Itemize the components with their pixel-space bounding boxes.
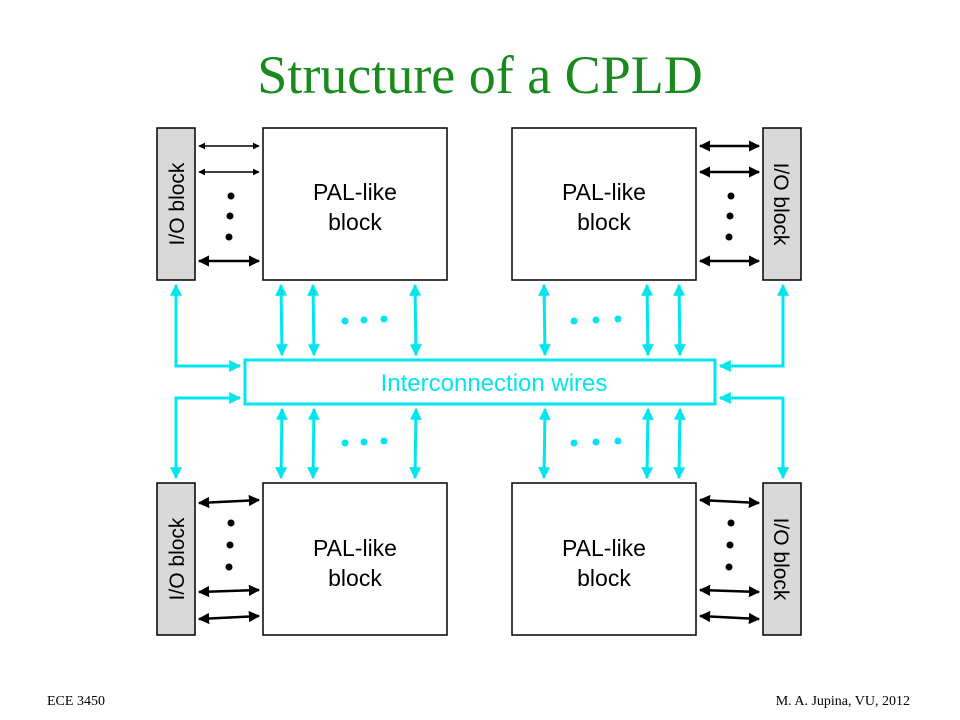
pal-block-bottom-left: PAL-like block bbox=[262, 482, 448, 636]
cyan-double-arrow bbox=[275, 283, 288, 357]
cyan-double-arrow bbox=[673, 283, 686, 357]
pal-block-top-right: PAL-like block bbox=[511, 127, 697, 281]
cyan-double-arrow bbox=[409, 283, 422, 357]
io-block-bottom-left: I/O block bbox=[156, 482, 196, 636]
cyan-elbow-arrow bbox=[718, 392, 789, 480]
pal-block-label-line2: block bbox=[577, 209, 631, 235]
cyan-elbow-arrow bbox=[170, 283, 242, 372]
cyan-double-arrow bbox=[275, 407, 288, 480]
io-block-top-right: I/O block bbox=[762, 127, 802, 281]
io-block-label: I/O block bbox=[166, 517, 189, 600]
pal-block-bottom-right: PAL-like block bbox=[511, 482, 697, 636]
io-block-label: I/O block bbox=[769, 163, 792, 246]
io-block-label: I/O block bbox=[769, 518, 792, 601]
io-block-label: I/O block bbox=[166, 162, 189, 245]
pal-block-label-line1: PAL-like bbox=[562, 179, 646, 205]
cyan-double-arrow bbox=[641, 407, 654, 480]
black-ellipsis-dots bbox=[225, 192, 735, 571]
io-block-bottom-right: I/O block bbox=[762, 482, 802, 636]
cyan-ellipsis-dots bbox=[341, 315, 622, 447]
pal-interconnect-arrows bbox=[275, 283, 686, 480]
cyan-double-arrow bbox=[409, 407, 422, 480]
footer-left: ECE 3450 bbox=[47, 694, 105, 709]
page-title: Structure of a CPLD bbox=[257, 45, 703, 105]
cyan-double-arrow bbox=[538, 407, 551, 480]
cyan-double-arrow bbox=[307, 283, 320, 357]
pal-block-label-line2: block bbox=[328, 565, 382, 591]
cyan-elbow-arrow bbox=[718, 283, 789, 372]
pal-block-label-line1: PAL-like bbox=[562, 535, 646, 561]
double-arrow bbox=[698, 584, 761, 598]
cyan-double-arrow bbox=[673, 407, 686, 480]
pal-block-top-left: PAL-like block bbox=[262, 127, 448, 281]
interconnection-wires-label: Interconnection wires bbox=[381, 370, 608, 397]
io-interconnect-arrows bbox=[170, 283, 789, 480]
io-block-top-left: I/O block bbox=[156, 127, 196, 281]
pal-block-label-line2: block bbox=[328, 209, 382, 235]
double-arrow bbox=[197, 584, 261, 598]
cyan-double-arrow bbox=[641, 283, 654, 357]
cyan-elbow-arrow bbox=[170, 392, 242, 480]
pal-block-label-line1: PAL-like bbox=[313, 179, 397, 205]
pal-block-label-line1: PAL-like bbox=[313, 535, 397, 561]
pal-block-label-line2: block bbox=[577, 565, 631, 591]
double-arrow bbox=[197, 494, 261, 509]
interconnection-wires-box: Interconnection wires bbox=[243, 358, 717, 406]
cyan-double-arrow bbox=[307, 407, 320, 480]
footer-right: M. A. Jupina, VU, 2012 bbox=[775, 694, 910, 709]
double-arrow bbox=[197, 610, 261, 625]
cyan-double-arrow bbox=[538, 283, 551, 357]
double-arrow bbox=[698, 494, 761, 509]
double-arrow bbox=[698, 610, 761, 625]
io-pal-arrows bbox=[197, 140, 761, 625]
